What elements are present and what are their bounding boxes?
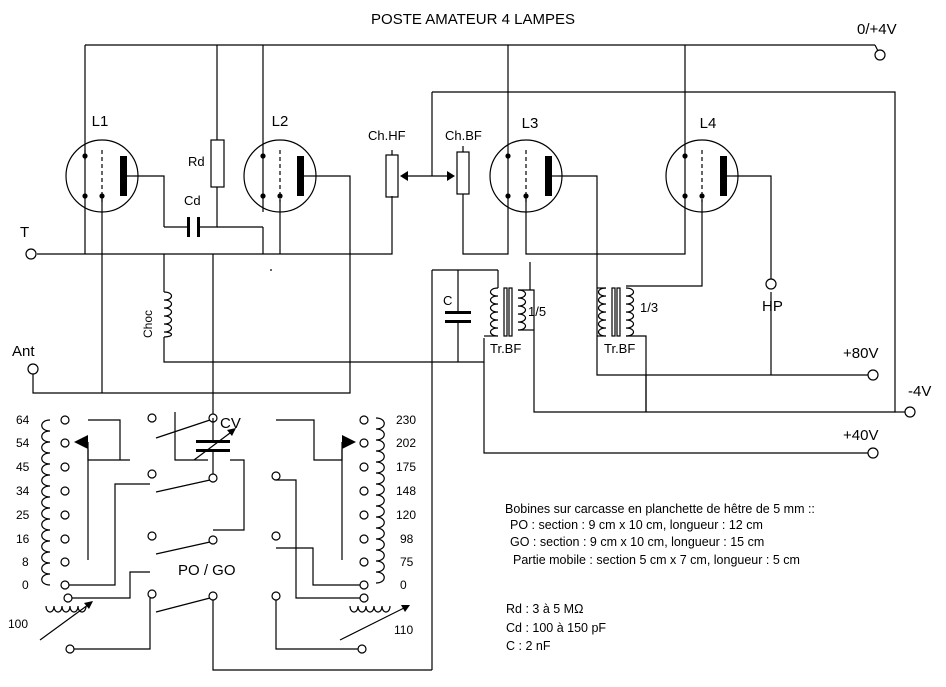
left-tap-label: 45 <box>16 460 30 474</box>
terminal-minus-4v-label: -4V <box>908 383 931 400</box>
left-coil-tap-labels: 64 54 45 34 25 16 8 0 <box>16 413 30 592</box>
tube-l2-label: L2 <box>272 113 289 130</box>
tube-l1-label: L1 <box>92 113 109 130</box>
trbf-1-label: Tr.BF <box>490 341 521 356</box>
ch-bf-label: Ch.BF <box>445 128 482 143</box>
right-tap-label: 230 <box>396 413 416 427</box>
resistor-rd: Rd <box>188 139 225 188</box>
left-tap-label: 8 <box>22 555 29 569</box>
terminal-0-4v: 0/+4V <box>857 21 897 61</box>
ratio-1-label: 1/5 <box>528 304 546 319</box>
values-block: Rd : 3 à 5 MΩ Cd : 100 à 150 pF C : 2 nF <box>506 602 606 653</box>
note-header: Bobines sur carcasse en planchette de hê… <box>505 502 815 516</box>
terminal-ant: Ant <box>12 343 85 394</box>
tube-l3-label: L3 <box>522 115 539 132</box>
left-tap-label: 0 <box>22 578 29 592</box>
terminal-0-4v-label: 0/+4V <box>857 21 897 38</box>
tube-l2: L2 <box>243 113 317 213</box>
left-variometer-label: 100 <box>8 617 28 631</box>
note-po: PO : section : 9 cm x 10 cm, longueur : … <box>510 518 763 532</box>
left-tap-label: 64 <box>16 413 30 427</box>
left-tap-label: 34 <box>16 484 30 498</box>
terminal-40v-label: +40V <box>843 427 878 444</box>
speaker-hp: HP <box>762 278 783 315</box>
c-label: C <box>443 293 452 308</box>
pogo-label: PO / GO <box>178 562 236 579</box>
tube-l3: L3 <box>489 115 563 213</box>
choc-label: Choc <box>141 310 155 338</box>
terminal-80v: +80V <box>843 345 879 381</box>
right-tap-label: 120 <box>396 508 416 522</box>
notes-block: Bobines sur carcasse en planchette de hê… <box>505 502 815 567</box>
terminal-t: T <box>20 224 37 260</box>
diagram-title: POSTE AMATEUR 4 LAMPES <box>371 11 575 28</box>
right-tapped-coil <box>276 415 385 590</box>
left-tap-label: 25 <box>16 508 30 522</box>
value-cd: Cd : 100 à 150 pF <box>506 621 606 635</box>
tube-l4-label: L4 <box>700 115 717 132</box>
switch-bank: PO / GO <box>147 413 432 671</box>
left-tap-label: 54 <box>16 436 30 450</box>
terminal-minus-4v: -4V <box>895 383 931 418</box>
note-mobile: Partie mobile : section 5 cm x 7 cm, lon… <box>513 553 800 567</box>
capacitor-cd: Cd <box>184 193 201 237</box>
capacitor-cv: CV <box>193 415 241 474</box>
pot-ch-hf: Ch.HF <box>368 128 408 198</box>
cv-label: CV <box>220 415 241 432</box>
tube-l1: L1 <box>65 113 139 213</box>
choke-choc: Choc <box>141 291 173 338</box>
pot-ch-bf: Ch.BF <box>445 128 482 195</box>
right-variometer-label: 110 <box>394 623 413 637</box>
left-variometer: 100 <box>8 571 151 654</box>
hp-label: HP <box>762 298 783 315</box>
right-variometer: 110 <box>275 570 413 654</box>
trbf-2-label: Tr.BF <box>604 341 635 356</box>
value-rd: Rd : 3 à 5 MΩ <box>506 602 583 616</box>
right-tap-label: 148 <box>396 484 416 498</box>
left-tapped-coil <box>41 415 150 590</box>
ratio-2-label: 1/3 <box>640 300 658 315</box>
terminal-t-label: T <box>20 224 29 241</box>
right-tap-label: 175 <box>396 460 416 474</box>
ch-hf-label: Ch.HF <box>368 128 406 143</box>
right-tap-label: 75 <box>400 555 414 569</box>
capacitor-c: C <box>443 293 471 323</box>
value-c: C : 2 nF <box>506 639 551 653</box>
wiring <box>37 44 896 670</box>
transformer-2: 1/3 Tr.BF <box>597 287 658 412</box>
right-tap-label: 0 <box>400 578 407 592</box>
terminal-80v-label: +80V <box>843 345 878 362</box>
tube-l4: L4 <box>665 115 739 213</box>
cd-label: Cd <box>184 193 201 208</box>
transformer-1: 1/5 Tr.BF <box>484 262 546 356</box>
left-tap-label: 16 <box>16 532 30 546</box>
right-tap-label: 202 <box>396 436 416 450</box>
right-tap-label: 98 <box>400 532 414 546</box>
terminal-40v: +40V <box>843 427 879 459</box>
terminal-ant-label: Ant <box>12 343 35 360</box>
right-coil-tap-labels: 230 202 175 148 120 98 75 0 <box>396 413 416 592</box>
rd-label: Rd <box>188 154 205 169</box>
note-go: GO : section : 9 cm x 10 cm, longueur : … <box>510 535 764 549</box>
